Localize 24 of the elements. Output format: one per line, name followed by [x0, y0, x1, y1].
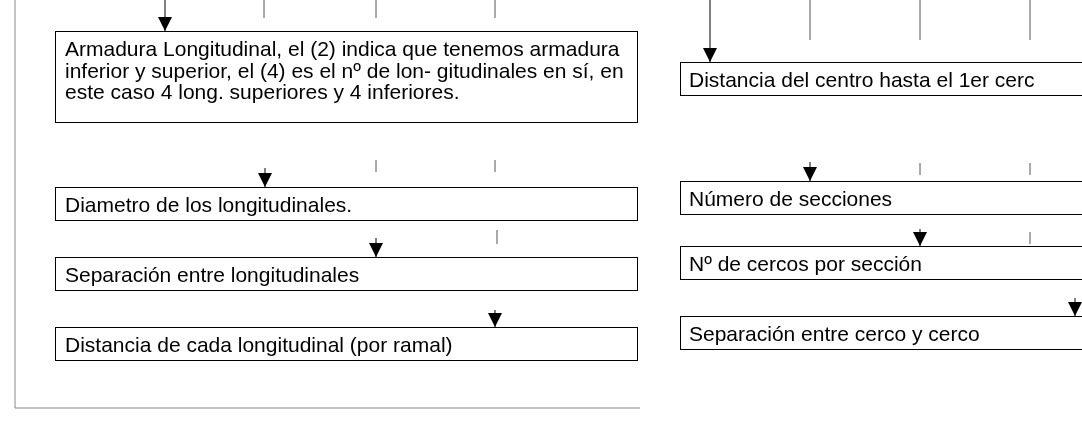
arrow	[913, 228, 927, 247]
box-text: Distancia de cada longitudinal (por ramal)	[65, 334, 454, 356]
text-box	[680, 62, 1082, 96]
arrow	[258, 167, 272, 188]
box-text: Distancia del centro hasta el 1er cerc	[689, 69, 1036, 91]
box-text: Número de secciones	[689, 188, 894, 210]
text-box	[55, 187, 638, 221]
text-box	[55, 327, 638, 361]
arrow	[703, 0, 717, 63]
text-box	[680, 246, 1082, 280]
box-text: Armadura Longitudinal, el (2) indica que tenemos armadura inferior y superior, el (4) es el nº de lon- gitudinales en sí, en este caso 4 long. superiores y 4 inferiores.	[65, 38, 625, 103]
arrow	[803, 161, 817, 182]
box-text: Separación entre longitudinales	[65, 264, 361, 286]
arrow	[158, 0, 172, 32]
text-box	[55, 31, 638, 123]
box-text: Nº de cercos por sección	[689, 253, 923, 275]
arrow	[1068, 297, 1082, 317]
box-text: Diametro de los longitudinales.	[65, 194, 354, 216]
box-text: Separación entre cerco y cerco	[689, 323, 981, 345]
text-box	[55, 257, 638, 291]
arrow	[488, 309, 502, 328]
arrow	[369, 237, 383, 258]
text-box	[680, 316, 1082, 350]
text-box	[680, 181, 1082, 215]
